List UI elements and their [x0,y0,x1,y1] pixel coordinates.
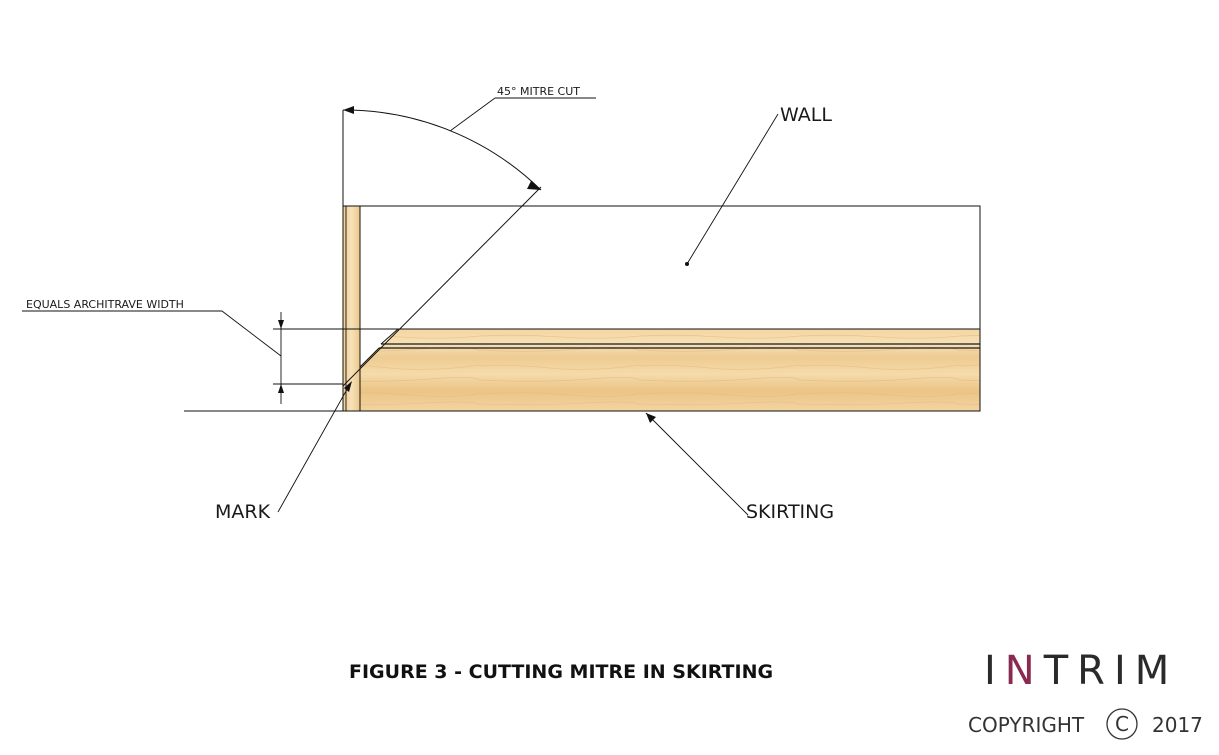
wall-label: WALL [780,104,832,126]
mark-arrow [344,381,352,392]
mitre-leader [449,97,496,132]
angle-arc [342,109,542,191]
skirting-leader [645,412,749,516]
arc-arrow-start [343,106,354,114]
mitre-cut-label: 45° MITRE CUT [497,85,580,98]
architrave [342,205,361,412]
skirting-board [342,328,981,412]
intrim-logo: INTRIM [984,648,1178,694]
copyright-year: 2017 [1152,713,1203,737]
dimension-arrow-top [278,320,284,329]
arc-arrow-end [527,181,541,190]
svg-text:INTRIM: INTRIM [984,648,1178,694]
copyright-symbol: C [1115,712,1129,736]
copyright-text: COPYRIGHT [968,713,1085,737]
skirting-arrow [646,413,656,423]
dimension-arrow-bottom [278,384,284,393]
mark-leader [277,383,351,513]
mitre-cut-line [342,186,542,387]
equals-architrave-label: EQUALS ARCHITRAVE WIDTH [26,298,184,311]
wall-leader-dot [685,262,689,266]
wall-leader [686,113,779,265]
copyright-circle [1106,708,1138,740]
figure-caption: FIGURE 3 - CUTTING MITRE IN SKIRTING [349,661,773,683]
mark-label: MARK [215,501,271,523]
architrave-leader [221,310,282,357]
skirting-label: SKIRTING [746,501,834,523]
